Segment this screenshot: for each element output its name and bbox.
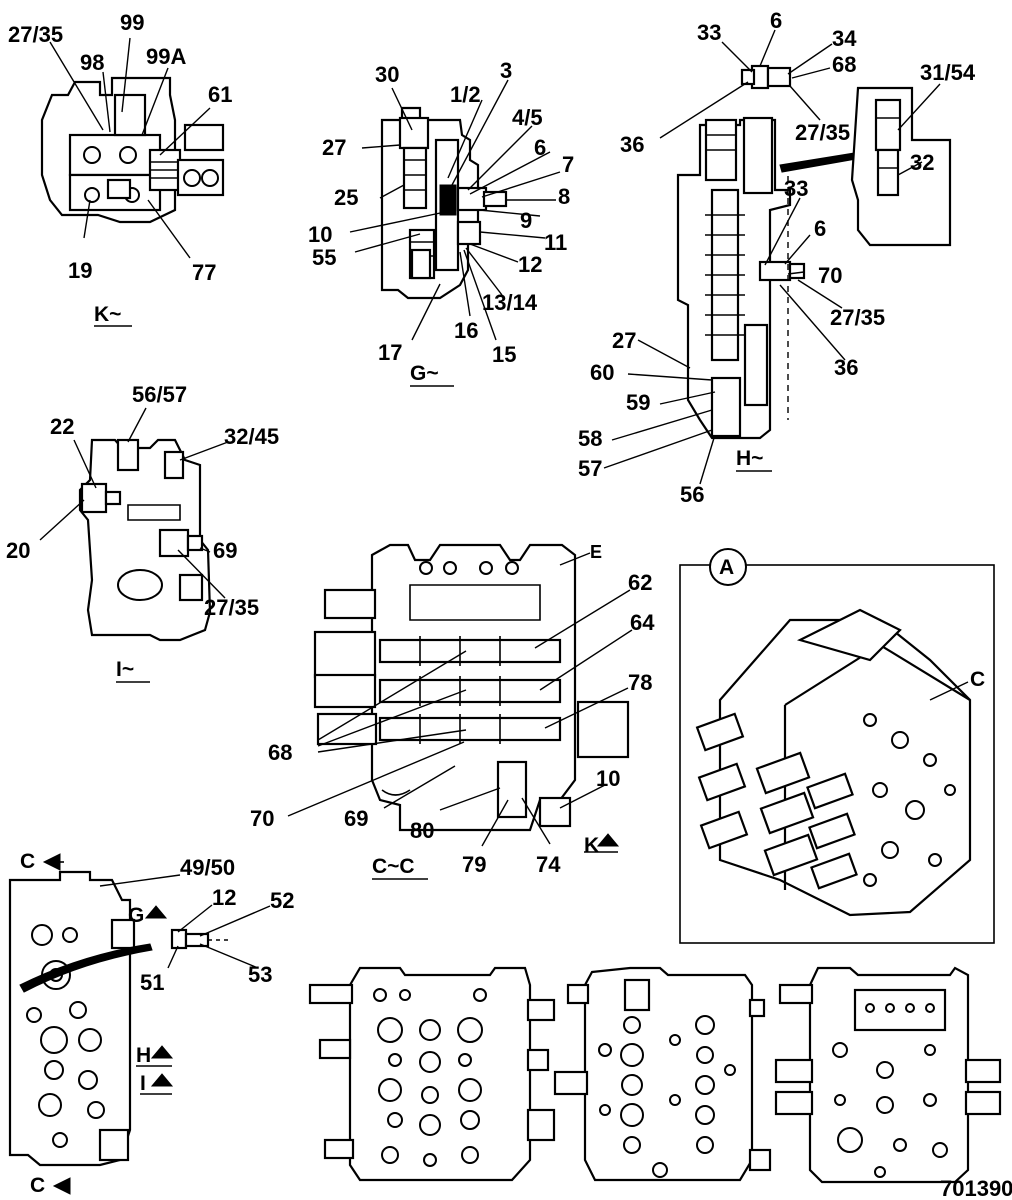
callout-cc-78: 78 — [628, 670, 652, 695]
callout-h-60: 60 — [590, 360, 614, 385]
view-marker-k: K — [584, 834, 599, 857]
callout-h-27-35: 27/35 — [795, 120, 850, 145]
callout-g-17: 17 — [378, 340, 402, 365]
callout-i-69: 69 — [213, 538, 237, 563]
callout-cc-79: 79 — [462, 852, 486, 877]
view-g-assembly — [349, 79, 561, 341]
callout-g-3: 3 — [500, 58, 512, 83]
callout-i-32-45: 32/45 — [224, 424, 279, 449]
callout-g-9: 9 — [520, 208, 532, 233]
section-label-k: K~ — [94, 303, 121, 326]
callout-cc-70: 70 — [250, 806, 274, 831]
callout-h-36: 36 — [620, 132, 644, 157]
detail-a-isometric — [679, 548, 995, 944]
callout-h-68: 68 — [832, 52, 856, 77]
callout-h-6-lower: 6 — [814, 216, 826, 241]
callout-i-27-35: 27/35 — [204, 595, 259, 620]
bottom-view-block-3 — [774, 966, 1002, 1184]
section-label-h: H~ — [736, 447, 763, 470]
callout-h-58: 58 — [578, 426, 602, 451]
callout-g-10: 10 — [308, 222, 332, 247]
callout-cc-80: 80 — [410, 818, 434, 843]
callout-cc-74: 74 — [536, 852, 561, 877]
callout-cc-e: E — [590, 542, 602, 562]
callout-g-7: 7 — [562, 152, 574, 177]
callout-h-57: 57 — [578, 456, 602, 481]
callout-h-36-lower: 36 — [834, 355, 858, 380]
section-label-g: G~ — [410, 362, 439, 385]
callout-k-19: 19 — [68, 258, 92, 283]
callout-k-27-35: 27/35 — [8, 22, 63, 47]
view-h-assembly — [603, 29, 952, 485]
section-label-cc: C~C — [372, 855, 415, 878]
callout-g-30: 30 — [375, 62, 399, 87]
callout-h-31-54: 31/54 — [920, 60, 976, 85]
callout-h-27-35-lower: 27/35 — [830, 305, 885, 330]
callout-k-99a: 99A — [146, 44, 186, 69]
detail-a-label: A — [719, 556, 734, 579]
callout-cc-10: 10 — [596, 766, 620, 791]
left-fitting — [170, 928, 230, 950]
callout-g-13-14: 13/14 — [482, 290, 538, 315]
callout-g-15: 15 — [492, 342, 516, 367]
callout-cc-69: 69 — [344, 806, 368, 831]
callout-h-6: 6 — [770, 8, 782, 33]
callout-h-33: 33 — [697, 20, 721, 45]
callout-i-22: 22 — [50, 414, 74, 439]
callout-g-27: 27 — [322, 135, 346, 160]
callout-h-32: 32 — [910, 150, 934, 175]
callout-cc-64: 64 — [630, 610, 655, 635]
section-label-i: I~ — [116, 658, 134, 681]
callout-g-6: 6 — [534, 135, 546, 160]
callout-left-53: 53 — [248, 962, 272, 987]
callout-g-1-2: 1/2 — [450, 82, 481, 107]
view-cc-assembly — [287, 543, 633, 847]
callout-i-20: 20 — [6, 538, 30, 563]
callout-g-25: 25 — [334, 185, 358, 210]
callout-cc-62: 62 — [628, 570, 652, 595]
callout-h-34: 34 — [832, 26, 857, 51]
callout-i-56-57: 56/57 — [132, 382, 187, 407]
callout-cc-68: 68 — [268, 740, 292, 765]
callout-left-49-50: 49/50 — [180, 855, 235, 880]
view-marker-c-bottom: C — [30, 1174, 45, 1197]
view-marker-g: G — [128, 904, 144, 927]
callout-h-59: 59 — [626, 390, 650, 415]
callout-k-99: 99 — [120, 10, 144, 35]
bottom-view-block-2 — [553, 966, 772, 1182]
drawing-number: 701390 — [940, 1176, 1012, 1200]
callout-left-51: 51 — [140, 970, 164, 995]
callout-k-61: 61 — [208, 82, 232, 107]
callout-left-12: 12 — [212, 885, 236, 910]
detail-a-view-c: C — [970, 668, 985, 691]
callout-g-4-5: 4/5 — [512, 105, 543, 130]
callout-h-27: 27 — [612, 328, 636, 353]
callout-k-98: 98 — [80, 50, 104, 75]
callout-g-16: 16 — [454, 318, 478, 343]
callout-g-12: 12 — [518, 252, 542, 277]
view-marker-i: I — [140, 1072, 146, 1095]
view-left-side-assembly — [8, 870, 271, 1167]
callout-left-52: 52 — [270, 888, 294, 913]
callout-k-77: 77 — [192, 260, 216, 285]
view-k-assembly — [40, 37, 225, 259]
callout-g-11: 11 — [544, 230, 567, 255]
h-top-fitting — [740, 64, 792, 90]
callout-g-8: 8 — [558, 184, 570, 209]
view-i-assembly — [39, 407, 229, 642]
callout-h-56: 56 — [680, 482, 704, 507]
bottom-view-block-1 — [308, 966, 556, 1182]
callout-h-70: 70 — [818, 263, 842, 288]
callout-h-33-lower: 33 — [784, 176, 808, 201]
callout-g-55: 55 — [312, 245, 336, 270]
view-marker-c-top: C — [20, 850, 35, 873]
view-marker-h: H — [136, 1044, 151, 1067]
